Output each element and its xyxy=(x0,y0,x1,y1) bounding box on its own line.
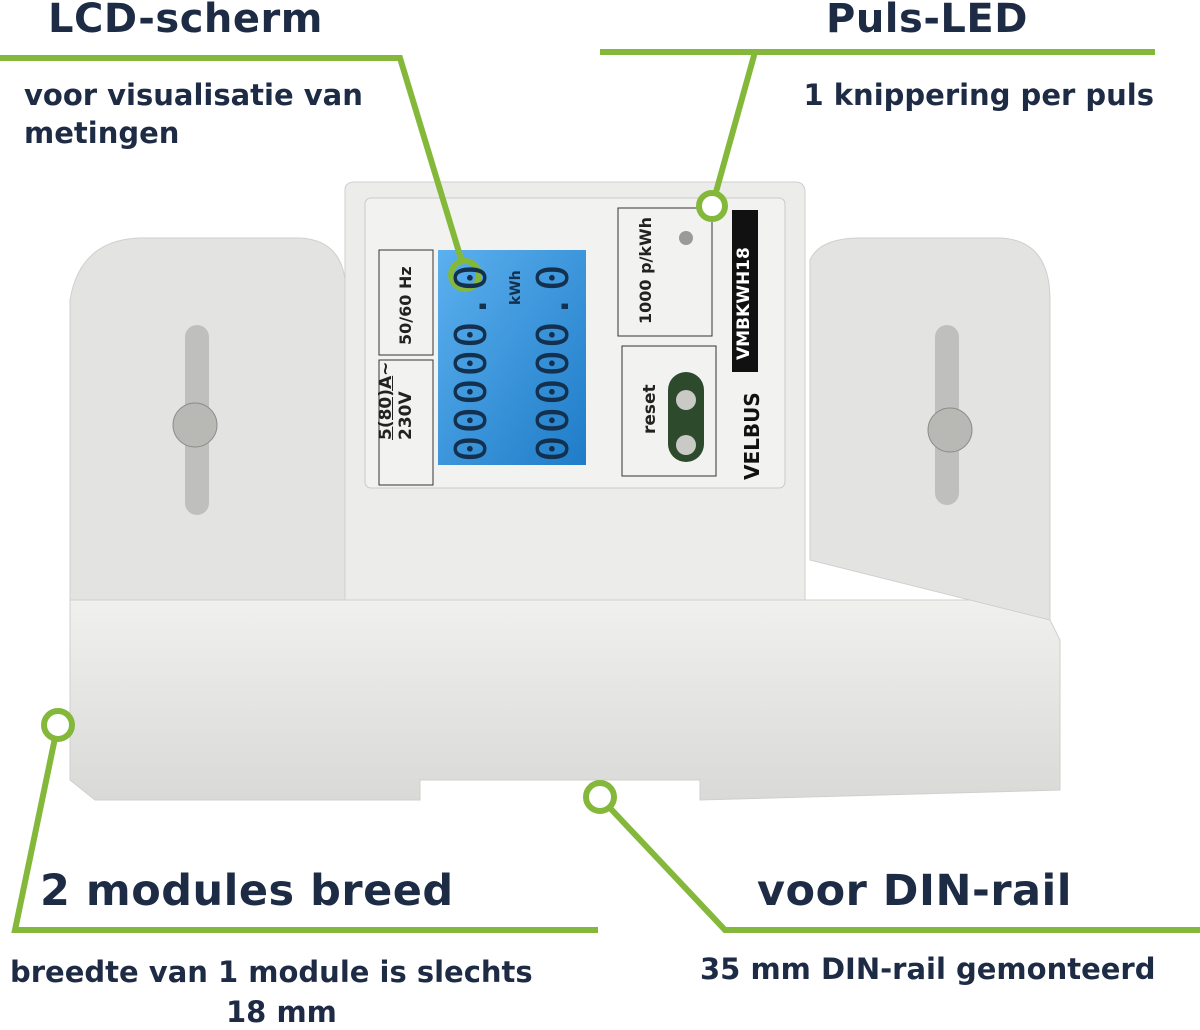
model-label: VMBKWH18 xyxy=(734,247,754,360)
lcd-callout-line-2: metingen xyxy=(24,116,180,150)
reset-button-slot xyxy=(668,372,704,462)
pulse-rate-label: 1000 p/kWh xyxy=(636,216,655,324)
lcd-unit: kWh xyxy=(508,270,524,305)
pulse-led xyxy=(679,231,693,245)
rating-bottom: 230V xyxy=(396,391,416,440)
modules-callout-line-1: breedte van 1 module is slechts xyxy=(10,955,533,989)
led-callout-title: Puls-LED xyxy=(826,0,1028,42)
rating-top: 5(80)A xyxy=(376,375,396,440)
led-callout-desc: 1 knippering per puls xyxy=(803,78,1154,112)
left-screw xyxy=(172,402,218,448)
right-screw xyxy=(927,407,973,453)
brand-logo: VELBUS xyxy=(740,392,764,480)
ac-symbol: ~ xyxy=(376,361,396,376)
din-callout-desc: 35 mm DIN-rail gemonteerd xyxy=(700,952,1156,986)
lcd-callout-title: LCD-scherm xyxy=(48,0,323,42)
din-callout-title: voor DIN-rail xyxy=(757,866,1073,916)
callout-markers xyxy=(41,190,728,814)
modules-callout-line-2: 18 mm xyxy=(226,995,337,1029)
callout-lines xyxy=(0,49,1200,933)
lcd-row-1: 00000.0 xyxy=(446,262,497,462)
modules-callout-title: 2 modules breed xyxy=(40,866,454,916)
reset-label: reset xyxy=(640,384,660,434)
lcd-callout-line-1: voor visualisatie van xyxy=(24,78,363,112)
lcd-row-2: 00000.0 xyxy=(528,262,579,462)
frequency-label: 50/60 Hz xyxy=(396,266,415,345)
meter-body xyxy=(69,599,1061,801)
